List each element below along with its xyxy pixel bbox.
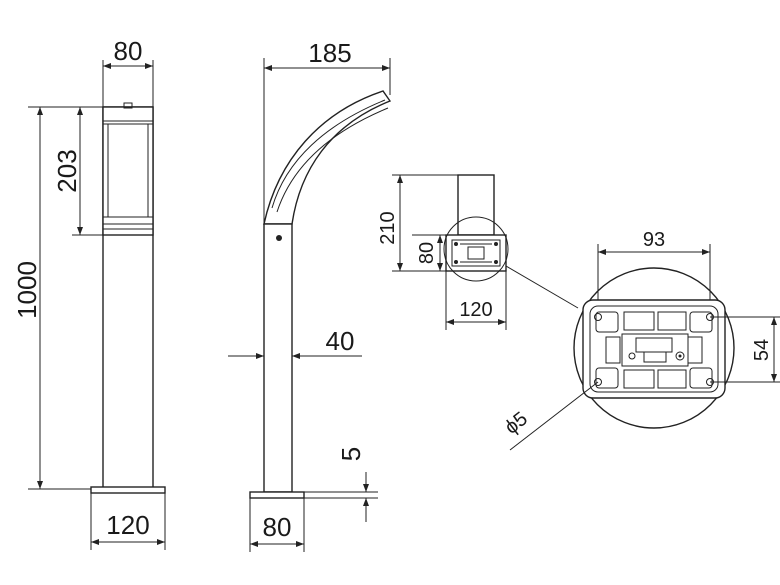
dim-base-height: 210 <box>377 211 399 244</box>
front-lamp-head <box>102 106 154 236</box>
hole-leader-line <box>509 381 599 451</box>
dim-side-base-width: 80 <box>263 512 292 542</box>
detail-hole <box>594 378 602 386</box>
dim-side-base-thickness: 5 <box>336 447 366 461</box>
dim-front-top-width: 80 <box>114 36 143 66</box>
base-view-detail-circle <box>443 216 509 282</box>
dim-side-reach: 185 <box>308 38 351 68</box>
front-base-plate <box>90 486 166 494</box>
dim-front-head-height: 203 <box>52 149 82 192</box>
base-view-plate <box>445 234 507 272</box>
detail-hole <box>594 313 602 321</box>
dim-detail-depth: 54 <box>751 339 773 361</box>
detail-view: 93 54 ϕ5 <box>501 229 780 451</box>
side-view: 185 40 5 80 <box>228 38 392 552</box>
dim-base-width: 120 <box>459 299 492 321</box>
dim-front-total-height: 1000 <box>12 261 42 319</box>
base-view: 210 80 120 <box>377 174 579 330</box>
dim-detail-hole-diameter: ϕ5 <box>501 408 532 439</box>
dim-detail-hole-spacing: 93 <box>643 229 665 251</box>
base-view-post <box>457 174 495 236</box>
detail-leader-line <box>505 265 579 309</box>
dim-base-inner-height: 80 <box>416 242 438 264</box>
side-arm <box>263 90 392 225</box>
side-screw <box>276 235 282 241</box>
dim-side-post-width: 40 <box>326 326 355 356</box>
detail-terminal-block <box>621 333 689 367</box>
front-view: 80 203 1000 120 <box>12 36 166 550</box>
side-post <box>263 223 293 493</box>
front-top-cap <box>123 102 133 109</box>
dim-front-base-width: 120 <box>106 510 149 540</box>
side-base-plate <box>249 491 305 499</box>
